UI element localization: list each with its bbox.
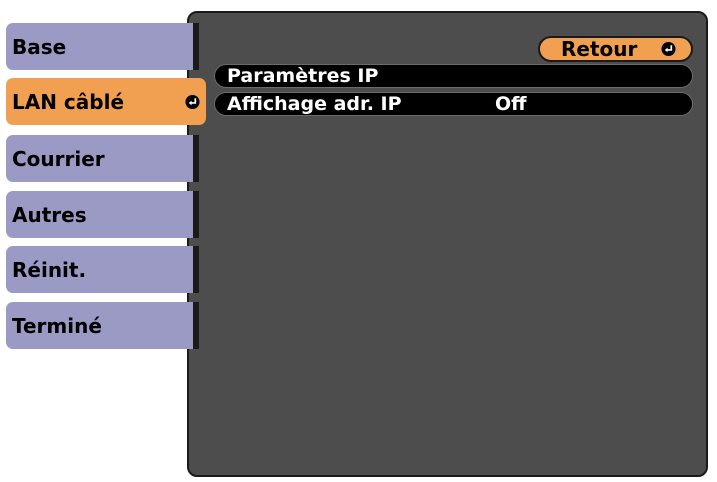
row-label: Paramètres IP bbox=[227, 65, 379, 87]
sidebar-item-reinit[interactable]: Réinit. bbox=[6, 246, 199, 293]
retour-button[interactable]: Retour bbox=[538, 36, 693, 62]
row-affichage-adr-ip[interactable]: Affichage adr. IP Off bbox=[214, 92, 693, 116]
sidebar-item-lan-cable[interactable]: LAN câblé bbox=[6, 78, 206, 125]
row-parametres-ip[interactable]: Paramètres IP bbox=[214, 64, 693, 88]
sidebar-item-courrier[interactable]: Courrier bbox=[6, 135, 199, 182]
sidebar-item-base[interactable]: Base bbox=[6, 23, 199, 70]
sidebar-item-autres[interactable]: Autres bbox=[6, 191, 199, 238]
enter-icon bbox=[661, 41, 676, 57]
row-label: Affichage adr. IP bbox=[227, 93, 402, 115]
main-panel bbox=[187, 11, 708, 477]
sidebar-item-label: Base bbox=[12, 34, 67, 59]
sidebar-item-label: Courrier bbox=[12, 146, 105, 171]
sidebar-item-label: Autres bbox=[12, 202, 87, 227]
sidebar-item-label: Terminé bbox=[12, 313, 102, 338]
enter-icon bbox=[185, 94, 200, 109]
sidebar-item-label: Réinit. bbox=[12, 257, 87, 282]
sidebar-item-label: LAN câblé bbox=[12, 89, 125, 114]
row-value: Off bbox=[495, 93, 527, 115]
sidebar-item-termine[interactable]: Terminé bbox=[6, 302, 199, 349]
retour-button-label: Retour bbox=[561, 37, 638, 61]
